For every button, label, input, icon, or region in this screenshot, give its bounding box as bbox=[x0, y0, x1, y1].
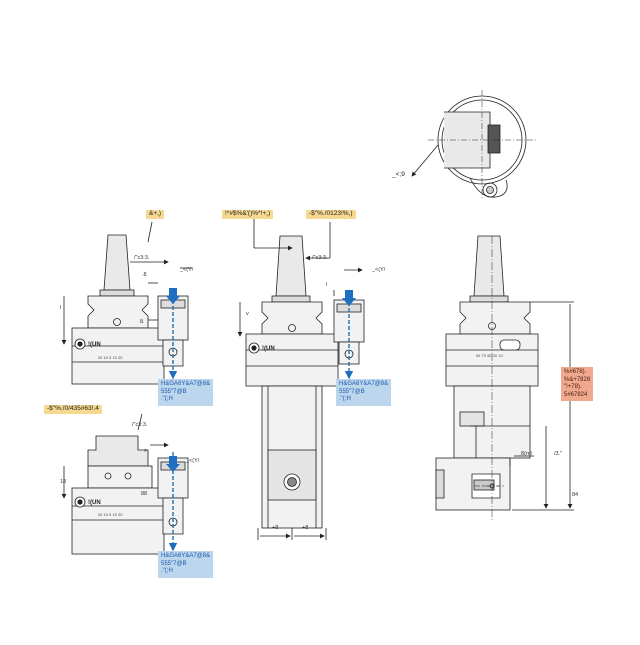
dim-8ml-right: _8(ml bbox=[518, 451, 532, 457]
coolant-info-box-left-bottom: H&GA6Y&A7@8& 555"7@B ."(;H bbox=[158, 551, 214, 578]
dim-cone-left: /"c3:3. bbox=[134, 255, 150, 261]
left-bottom-assembly bbox=[61, 413, 189, 555]
brand-logo-center: !(UN bbox=[262, 346, 275, 352]
dim-width-right: +8 bbox=[302, 525, 309, 531]
coolant-info-box-center: H&GA6Y&A7@8& 555"7@B ."(;H bbox=[336, 379, 392, 406]
top-view-callout: _<;9 bbox=[392, 171, 405, 178]
dim-84-right: 84 bbox=[572, 492, 579, 498]
top-view bbox=[411, 90, 536, 200]
dim-cone-bottom: /"c3:3. bbox=[132, 422, 148, 428]
scale-ticks-left-top: 20 10 0 10 20 bbox=[98, 356, 123, 360]
coolant-info-box-left-top: H&GA6Y&A7@8& 555"7@B ."(;H bbox=[158, 379, 214, 406]
brand-logo-bottom: !(UN bbox=[88, 500, 101, 506]
brand-logo-icon: !(UN bbox=[88, 342, 101, 348]
center-assembly bbox=[237, 214, 365, 540]
dim-pos-left: _<(Y/ bbox=[180, 267, 194, 273]
dim-gt-bottom: > bbox=[144, 448, 148, 454]
dim-cone-center: /"c3:3. bbox=[312, 255, 328, 261]
dim-pos-center: _<(Y/ bbox=[372, 267, 386, 273]
scale-ticks-right: 90 70 50 30 10 bbox=[476, 354, 503, 358]
dim-8-left: .8 bbox=[142, 272, 147, 278]
dim-pos-bottom: _<(Y/ bbox=[186, 458, 200, 464]
dim-v-center: v bbox=[246, 311, 249, 317]
scale-ticks-left-bottom: 20 10 0 10 20 bbox=[98, 513, 123, 517]
dim-13-right: /3." bbox=[554, 451, 563, 457]
callout-3: -$"%./0123!%,) bbox=[306, 210, 356, 219]
dim-i-left: l bbox=[60, 305, 62, 311]
dim-18-bottom: 18 bbox=[60, 479, 67, 485]
callout-1: &+,) bbox=[146, 210, 165, 219]
dim-88-bottom: 88 bbox=[141, 491, 148, 497]
callout-4: -$"%./0/435#63!.4 bbox=[44, 405, 102, 414]
dimension-info-box-right: %#678). %&+7828 "!+78). 5#67824 bbox=[561, 367, 594, 401]
dim-width-left: +8 bbox=[272, 525, 279, 531]
coolant-arrow-icon bbox=[166, 288, 356, 472]
dim-8b-left: 8. bbox=[140, 319, 145, 325]
callout-2: !*#$%&'()%*!+,) bbox=[222, 210, 274, 219]
right-assembly bbox=[435, 235, 574, 520]
dim-i-center: l bbox=[326, 282, 328, 288]
